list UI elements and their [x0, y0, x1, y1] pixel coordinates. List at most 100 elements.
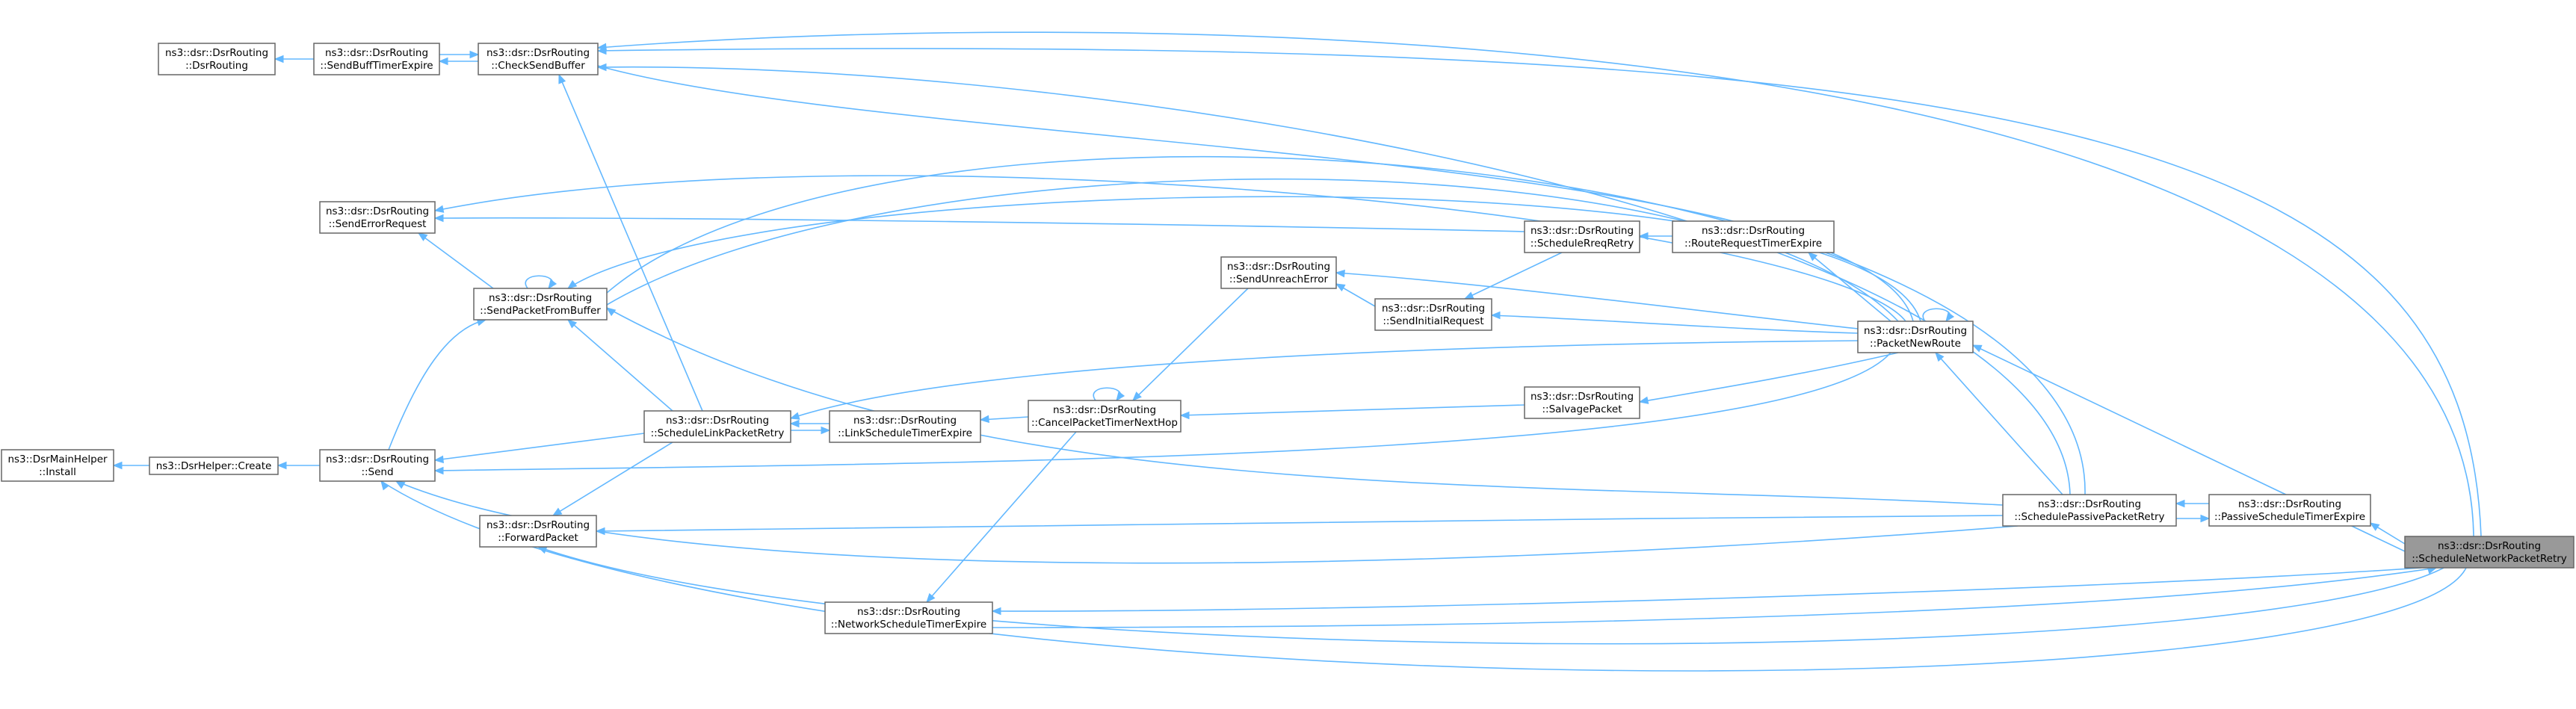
node-schedulenetworkpacketretry[interactable]: ns3::dsr::DsrRouting ::ScheduleNetworkPa… [2404, 536, 2575, 569]
node-packetnewroute[interactable]: ns3::dsr::DsrRouting ::PacketNewRoute [1857, 321, 1974, 353]
node-label-line1: ns3::dsr::DsrRouting [1864, 325, 1967, 337]
node-label-line1: ns3::dsr::DsrRouting [487, 47, 590, 59]
node-label-line1: ns3::dsr::DsrRouting [487, 519, 590, 531]
edge-sendbufftimer-to-dsrrouting-arrowhead [274, 55, 284, 64]
node-routerequesttimerexpire[interactable]: ns3::dsr::DsrRouting ::RouteRequestTimer… [1672, 220, 1835, 253]
edge-self-sendpacketfrombuffer-arrowhead [548, 279, 557, 290]
node-label-line1: ns3::dsr::DsrRouting [489, 292, 592, 304]
edge-schedulelink-to-linkschedule-arrowhead [821, 426, 831, 435]
node-label-line2: ::SendErrorRequest [329, 218, 427, 230]
edge-initialrequest-to-unreach-arrowhead [1335, 283, 1346, 292]
edge-packetnewroute-to-salvage-arrowhead [1638, 396, 1649, 404]
edge-salvage-to-cancel [1180, 404, 1525, 416]
edge-schedulenetwork-to-networkschedule [992, 567, 2422, 612]
node-label-line2: ::ScheduleRreqRetry [1531, 238, 1634, 250]
edge-send-to-create-arrowhead [277, 461, 287, 470]
node-label-line1: ns3::dsr::DsrRouting [853, 415, 957, 427]
edge-packetnewroute-to-sendpacketfrombuffer [567, 196, 1921, 322]
edge-checksendbuffer-to-sendbufftimer-arrowhead [438, 57, 448, 66]
node-label-line2: ::ScheduleNetworkPacketRetry [2412, 553, 2567, 565]
edge-sendpacketfrombuffer-to-send [388, 319, 487, 451]
node-label-line1: ns3::dsr::DsrRouting [1382, 303, 1485, 315]
node-linkscheduletimerexpire[interactable]: ns3::dsr::DsrRouting ::LinkScheduleTimer… [829, 410, 981, 443]
node-label-line1: ns3::dsr::DsrRouting [326, 453, 429, 465]
edge-packetnewroute-to-routerequest-arrowhead [1808, 252, 1818, 261]
edge-schedulenetwork-to-checksendbuffer-top-arrowhead [596, 43, 607, 52]
node-send[interactable]: ns3::dsr::DsrRouting ::Send [319, 449, 436, 482]
edge-packetnewroute-to-unreach [1335, 272, 1859, 329]
edge-schedulepassive-to-packetnewroute-arrowhead [1935, 352, 1945, 362]
edge-schedulepassive-to-passivetimer-arrowhead [2200, 514, 2211, 523]
node-label-line1: ns3::dsr::DsrRouting [666, 415, 769, 427]
node-helper-create[interactable]: ns3::DsrHelper::Create [149, 456, 279, 475]
node-salvagepacket[interactable]: ns3::dsr::DsrRouting ::SalvagePacket [1524, 386, 1640, 419]
node-label-line1: ns3::dsr::DsrRouting [165, 47, 268, 59]
node-forwardpacket[interactable]: ns3::dsr::DsrRouting ::ForwardPacket [479, 515, 597, 548]
edge-cancel-to-networkschedule-arrowhead [926, 592, 936, 604]
node-networkscheduletimerexpire[interactable]: ns3::dsr::DsrRouting ::NetworkScheduleTi… [824, 601, 993, 634]
node-label-line1: ns3::dsr::DsrRouting [2238, 498, 2341, 510]
edge-packetnewroute-to-initialrequest [1491, 315, 1859, 334]
node-cancelpackettimernexthop[interactable]: ns3::dsr::DsrRouting ::CancelPacketTimer… [1028, 400, 1182, 433]
node-label-line1: ns3::dsr::DsrRouting [1531, 225, 1634, 237]
node-passivescheduletimerexpire[interactable]: ns3::dsr::DsrRouting ::PassiveScheduleTi… [2208, 494, 2371, 527]
edge-self-cancel-arrowhead [1116, 391, 1125, 402]
node-sendbufftimerexpire[interactable]: ns3::dsr::DsrRouting ::SendBuffTimerExpi… [313, 43, 440, 75]
edge-schedulepassive-to-forwardpacket [596, 515, 2004, 532]
edge-packetnewroute-to-initialrequest-arrowhead [1490, 311, 1501, 320]
edge-schedulenetwork-to-forwardpacket [537, 546, 2444, 645]
node-label-line1: ns3::dsr::DsrRouting [1053, 404, 1156, 416]
edge-unreach-to-cancel-arrowhead [1132, 391, 1142, 401]
node-label-line2: ::PassiveScheduleTimerExpire [2214, 511, 2365, 523]
edge-schedulepassive-to-sendpacketfrombuffer [606, 155, 2086, 495]
node-dsrrouting[interactable]: ns3::dsr::DsrRouting ::DsrRouting [158, 43, 276, 75]
node-checksendbuffer[interactable]: ns3::dsr::DsrRouting ::CheckSendBuffer [478, 43, 599, 75]
node-senderrorrequest[interactable]: ns3::dsr::DsrRouting ::SendErrorRequest [319, 201, 436, 234]
node-label-line2: ::PacketNewRoute [1870, 338, 1961, 350]
edge-sendbufftimer-to-checksendbuffer-arrowhead [469, 50, 480, 59]
edge-schedulepassive-to-send-arrowhead [395, 480, 406, 489]
edge-salvage-to-cancel-arrowhead [1179, 411, 1190, 420]
node-label-line2: ::ScheduleLinkPacketRetry [651, 427, 785, 439]
edge-schedulelink-to-send [434, 433, 645, 461]
node-label-line2: ::SendInitialRequest [1383, 315, 1483, 327]
edge-packetnewroute-to-send [434, 352, 1891, 471]
node-schedulerreqretry[interactable]: ns3::dsr::DsrRouting ::ScheduleRreqRetry [1524, 220, 1640, 253]
node-label-line1: ns3::dsr::DsrRouting [326, 205, 429, 217]
edge-packetnewroute-to-senderrorrequest-arrowhead [433, 205, 445, 213]
node-label-line1: ns3::dsr::DsrRouting [1702, 225, 1805, 237]
edge-sendpacketfrombuffer-to-senderrorrequest-arrowhead [417, 232, 428, 241]
edge-sendpacketfrombuffer-to-senderrorrequest [418, 232, 494, 289]
node-label-line1: ns3::dsr::DsrRouting [1531, 391, 1634, 403]
node-schedulelinkpacketretry[interactable]: ns3::dsr::DsrRouting ::ScheduleLinkPacke… [643, 410, 791, 443]
edge-packetnewroute-to-sendpacketfrombuffer-arrowhead [566, 279, 578, 289]
edge-schedulelink-to-sendpacketfrombuffer-arrowhead [567, 319, 578, 329]
edge-unreach-to-cancel [1132, 288, 1249, 401]
node-label-line1: ns3::DsrMainHelper [7, 453, 108, 465]
edge-rreqretry-to-initialrequest [1464, 252, 1563, 300]
node-sendunreacherror[interactable]: ns3::dsr::DsrRouting ::SendUnreachError [1220, 256, 1337, 289]
edge-schedulepassive-to-sendbeyond-arrowhead [605, 307, 617, 317]
node-label-line1: ns3::dsr::DsrRouting [857, 606, 960, 618]
edge-cancel-to-linkschedule-arrowhead [979, 415, 989, 424]
edge-linkschedule-to-schedulelink-arrowhead [789, 419, 800, 428]
edge-schedulelink-to-sendpacketfrombuffer [567, 319, 673, 412]
node-sendinitialrequest[interactable]: ns3::dsr::DsrRouting ::SendInitialReques… [1374, 298, 1492, 331]
edge-rreqretry-to-initialrequest-arrowhead [1463, 291, 1474, 300]
edge-cancel-to-networkschedule [926, 431, 1077, 603]
node-schedulepassivepacketretry[interactable]: ns3::dsr::DsrRouting ::SchedulePassivePa… [2002, 494, 2177, 527]
edge-packetnewroute-to-salvage [1639, 352, 1899, 403]
edge-packetnewroute-to-routerequest [1808, 252, 1891, 322]
node-sendpacketfrombuffer[interactable]: ns3::dsr::DsrRouting ::SendPacketFromBuf… [473, 288, 608, 321]
edge-schedulepassive-to-checksendbuffer-arrowhead [596, 63, 607, 72]
edge-packetnewroute-to-send-arrowhead [433, 466, 444, 475]
node-label-line2: ::RouteRequestTimerExpire [1684, 238, 1822, 250]
edge-packetnewroute-to-senderrorrequest [434, 175, 1906, 322]
edge-self-packetnewroute-arrowhead [1945, 312, 1955, 323]
node-label-line1: ns3::dsr::DsrRouting [2038, 498, 2141, 510]
node-main-install[interactable]: ns3::DsrMainHelper ::Install [1, 449, 114, 482]
call-graph-nodes: ns3::DsrMainHelper ::Install ns3::DsrHel… [1, 43, 2575, 634]
node-label-line1: ns3::dsr::DsrRouting [1227, 261, 1330, 273]
node-label-line2: ::Install [39, 466, 76, 478]
call-edges [112, 31, 2482, 672]
